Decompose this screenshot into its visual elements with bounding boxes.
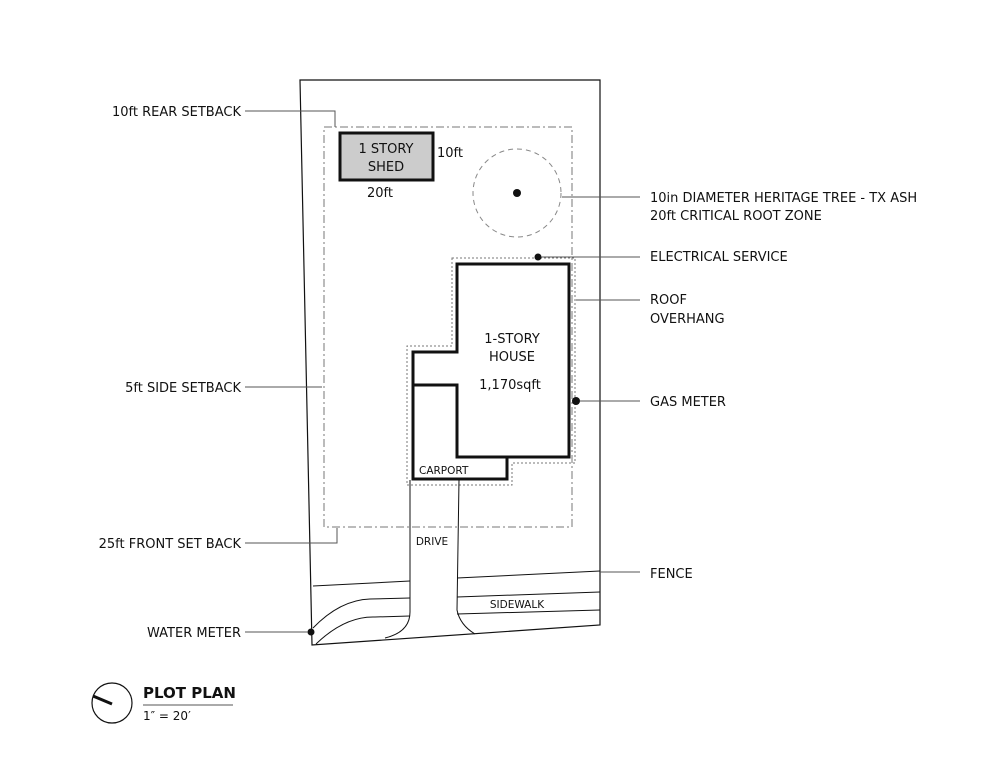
shed-label: 1 STORY: [359, 142, 414, 157]
sidewalk: SIDEWALK: [312, 570, 601, 645]
drive: DRIVE: [384, 479, 476, 639]
house-area: 1,170sqft: [479, 378, 541, 393]
house: 1-STORY HOUSE 1,170sqft CARPORT: [411, 262, 571, 481]
tree-label: 10in DIAMETER HERITAGE TREE - TX ASH: [650, 191, 917, 206]
sidewalk-label: SIDEWALK: [490, 599, 545, 611]
roof-overhang-label-2: OVERHANG: [650, 312, 725, 327]
gas-meter-label: GAS METER: [650, 395, 726, 410]
fence-label: FENCE: [650, 567, 693, 582]
roof-overhang-label: ROOF: [650, 293, 687, 308]
drive-label: DRIVE: [416, 536, 448, 548]
shed-depth: 10ft: [437, 146, 463, 161]
setback-line: [323, 126, 573, 528]
house-label-2: HOUSE: [489, 350, 535, 365]
shed: 1 STORY SHED 10ft 20ft: [338, 131, 463, 201]
water-meter-label: WATER METER: [147, 626, 241, 641]
electrical-service-label: ELECTRICAL SERVICE: [650, 250, 788, 265]
gas-meter-dot: [572, 397, 580, 405]
title-block: PLOT PLAN 1″ = 20′: [91, 682, 236, 724]
water-meter-dot: [307, 628, 315, 636]
plot-plan-title: PLOT PLAN: [143, 684, 236, 702]
house-label: 1-STORY: [484, 332, 540, 347]
front-setback-label: 25ft FRONT SET BACK: [99, 537, 242, 552]
rear-setback-label: 10ft REAR SETBACK: [112, 105, 241, 120]
scale-label: 1″ = 20′: [143, 709, 191, 723]
roof-overhang: [406, 257, 576, 486]
shed-label-2: SHED: [368, 160, 404, 175]
north-arrow-icon: [91, 682, 133, 724]
carport-label: CARPORT: [419, 465, 469, 477]
side-setback-label: 5ft SIDE SETBACK: [125, 381, 241, 396]
heritage-tree: [472, 148, 562, 238]
electrical-service-dot: [534, 253, 542, 261]
lot-boundary: [299, 79, 601, 646]
root-zone-label: 20ft CRITICAL ROOT ZONE: [650, 209, 822, 224]
shed-width: 20ft: [367, 186, 393, 201]
